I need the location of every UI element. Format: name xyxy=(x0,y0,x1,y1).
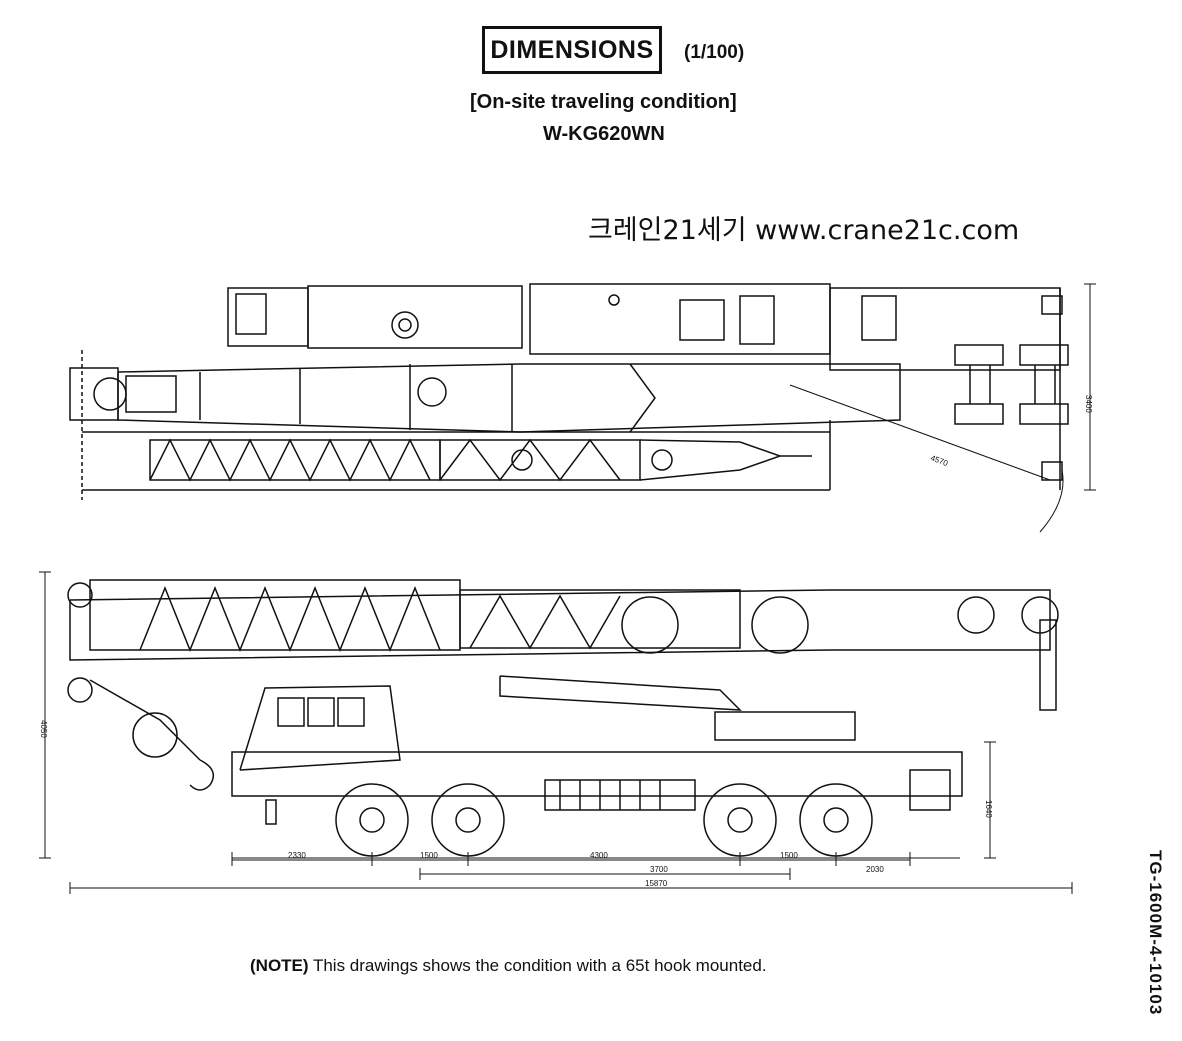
side-wheel-4 xyxy=(799,783,873,857)
top-cab xyxy=(227,287,309,347)
top-jib-lattice xyxy=(149,438,431,482)
side-wheel-3 xyxy=(703,783,777,857)
top-jib-2-lattice xyxy=(439,438,621,482)
top-engine-box xyxy=(739,295,775,345)
side-hook xyxy=(189,759,215,791)
top-boom xyxy=(117,363,901,433)
side-cab-window-2 xyxy=(307,697,335,727)
model-label: W-KG620WN xyxy=(543,123,665,145)
side-boom-pivot-sheave xyxy=(751,596,809,654)
side-hook-block xyxy=(132,712,178,758)
page-title: DIMENSIONS xyxy=(490,35,654,64)
side-hook-pulley xyxy=(67,677,93,703)
top-jib-sheave xyxy=(511,449,533,471)
top-outrigger-pad-1 xyxy=(1041,295,1063,315)
side-jib-lattice xyxy=(139,585,441,653)
top-outrigger-4 xyxy=(1019,403,1069,425)
watermark: 크레인21세기 www.crane21c.com xyxy=(588,215,1020,246)
top-frame-left xyxy=(307,285,523,349)
top-rear-frame xyxy=(829,287,1061,371)
dim-top-height: 3400 xyxy=(1084,395,1093,413)
title-box: DIMENSIONS xyxy=(482,26,662,74)
top-outrigger-2 xyxy=(1019,344,1069,366)
note-text: This drawings shows the condition with a… xyxy=(308,956,767,975)
side-jib-2-lattice xyxy=(469,594,621,650)
side-wheel-1 xyxy=(335,783,409,857)
top-outrigger-1 xyxy=(954,344,1004,366)
top-boom-head xyxy=(125,375,177,413)
side-boom xyxy=(69,589,1051,661)
top-outrigger-3 xyxy=(954,403,1004,425)
side-wheel-2 xyxy=(431,783,505,857)
dim-side-row1-0: 2330 xyxy=(288,851,306,860)
top-hook-block xyxy=(69,367,119,421)
dim-side-overall: 15870 xyxy=(645,879,668,888)
side-cab-window-3 xyxy=(337,697,365,727)
top-hook-sheave xyxy=(93,377,127,411)
dim-side-row1-1: 1500 xyxy=(420,851,438,860)
top-swing-arc xyxy=(1039,469,1064,533)
top-outrigger-pad-2 xyxy=(1041,461,1063,481)
side-rear-outrigger xyxy=(1039,619,1057,711)
dim-side-row2: 3700 xyxy=(650,865,668,874)
side-rear-jack xyxy=(909,769,951,811)
side-view xyxy=(39,571,1073,894)
side-luff-cylinder xyxy=(499,675,742,711)
top-jib-sheave-2 xyxy=(651,449,673,471)
top-sheave-left-hub xyxy=(398,318,412,332)
side-rear-sheave-1 xyxy=(957,596,995,634)
side-carrier-cab xyxy=(239,685,401,771)
side-jib-2 xyxy=(459,589,741,649)
top-rear-box xyxy=(861,295,897,341)
top-boom-pivot xyxy=(417,377,447,407)
note-prefix: (NOTE) xyxy=(250,956,309,975)
dim-side-row1-3: 1500 xyxy=(780,851,798,860)
top-sheave-left xyxy=(391,311,419,339)
dim-side-row1-2: 4300 xyxy=(590,851,608,860)
side-turntable xyxy=(714,711,856,741)
top-cab-window xyxy=(235,293,267,335)
scale-label: (1/100) xyxy=(684,42,745,63)
top-jib-tip xyxy=(639,439,783,481)
note: (NOTE) This drawings shows the condition… xyxy=(250,956,767,976)
drawing-number: TG-1600M-4-10103 xyxy=(1146,850,1165,1016)
top-operator-cab xyxy=(679,299,725,341)
side-jib-sheave xyxy=(621,596,679,654)
dim-side-total-height: 4050 xyxy=(39,720,48,738)
dim-side-overhang-height: 1640 xyxy=(984,800,993,818)
dim-side-row1-4: 2030 xyxy=(866,865,884,874)
side-hook-arm xyxy=(89,679,201,761)
dim-top-radius: 4570 xyxy=(929,453,949,468)
side-chassis xyxy=(231,751,963,797)
top-jib-2 xyxy=(439,439,641,481)
side-front-jack xyxy=(265,799,277,825)
side-cab-window-1 xyxy=(277,697,305,727)
condition-label: [On-site traveling condition] xyxy=(470,91,737,113)
top-filler-cap xyxy=(608,294,620,306)
side-boom-tip-sheave xyxy=(67,582,93,608)
top-view xyxy=(69,283,1096,533)
